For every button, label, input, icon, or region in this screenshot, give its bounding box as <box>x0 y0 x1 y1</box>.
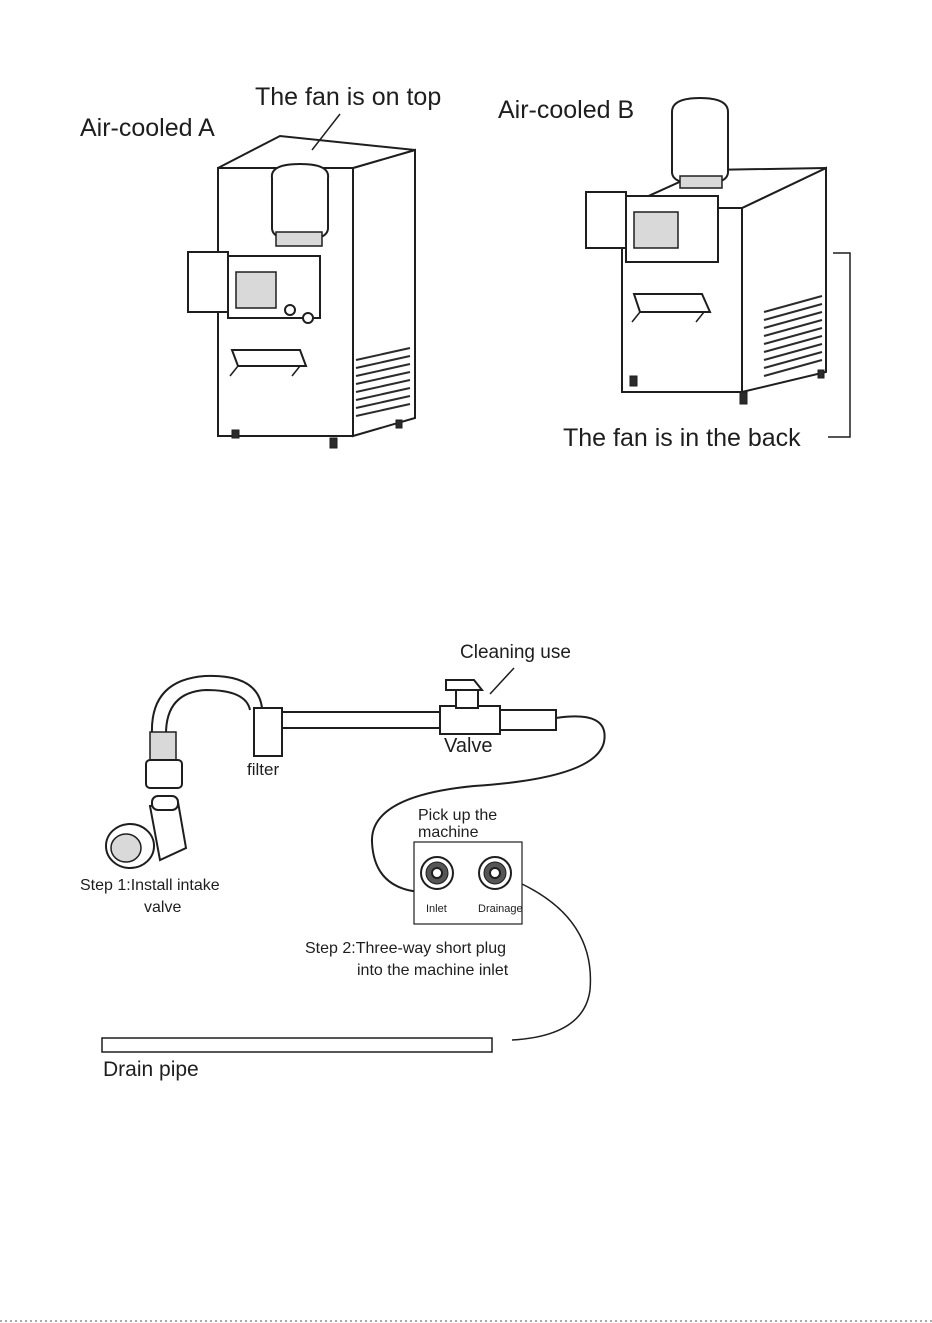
step2-label-line1: Step 2:Three-way short plug <box>305 940 506 957</box>
hose-nut <box>146 760 182 788</box>
machine-a-water-bottle <box>272 164 328 240</box>
intake-hose-outer <box>152 676 262 734</box>
pickup-label-line1: Pick up the <box>418 807 497 824</box>
step1-label-line2: valve <box>144 899 181 916</box>
machine-a-button-1 <box>285 305 295 315</box>
machine-b-fan-bracket <box>828 253 850 437</box>
filter-cartridge <box>254 708 282 756</box>
machine-a-fan-note: The fan is on top <box>255 83 441 111</box>
inlet-port-label: Inlet <box>426 903 447 915</box>
machine-a-bottle-collar <box>276 232 322 246</box>
drain-hose <box>512 884 590 1040</box>
cleaning-leader <box>490 668 514 694</box>
machine-a-illustration <box>188 136 415 448</box>
outlet-tube <box>500 710 556 730</box>
step1-label-line1: Step 1:Install intake <box>80 877 220 894</box>
machine-b-title: Air-cooled B <box>498 96 634 124</box>
machine-a-button-2 <box>303 313 313 323</box>
machine-b-illustration <box>586 98 826 404</box>
valve-label: Valve <box>444 735 493 757</box>
pickup-label-line2: machine <box>418 824 479 841</box>
drainage-port <box>479 857 511 889</box>
machine-a-title: Air-cooled A <box>80 114 215 142</box>
machine-b-chute <box>634 212 678 248</box>
tee-valve-handle <box>446 680 482 690</box>
machine-a-drip-tray <box>232 350 306 366</box>
tee-valve-stem <box>456 690 478 708</box>
plumbing-illustration <box>102 668 605 1052</box>
drain-pipe-label: Drain pipe <box>103 1058 199 1081</box>
machine-b-left-hood <box>586 192 626 248</box>
hose-connector <box>150 732 176 760</box>
filter-label: filter <box>247 760 279 779</box>
machine-b-fan-note: The fan is in the back <box>563 424 801 452</box>
cleaning-use-label: Cleaning use <box>460 642 571 663</box>
machine-b-water-bottle <box>672 98 728 184</box>
drain-pipe <box>102 1038 492 1052</box>
machine-b-bottle-collar <box>680 176 722 188</box>
drainage-port-label: Drainage <box>478 903 523 915</box>
machine-b-drip-tray <box>634 294 710 312</box>
machine-a-chute <box>236 272 276 308</box>
machine-a-left-hood <box>188 252 228 312</box>
inlet-port <box>421 857 453 889</box>
intake-valve-top <box>152 796 178 810</box>
step2-label-line2: into the machine inlet <box>357 962 509 979</box>
intake-hose-inner <box>166 690 250 734</box>
tee-valve-body <box>440 706 500 734</box>
